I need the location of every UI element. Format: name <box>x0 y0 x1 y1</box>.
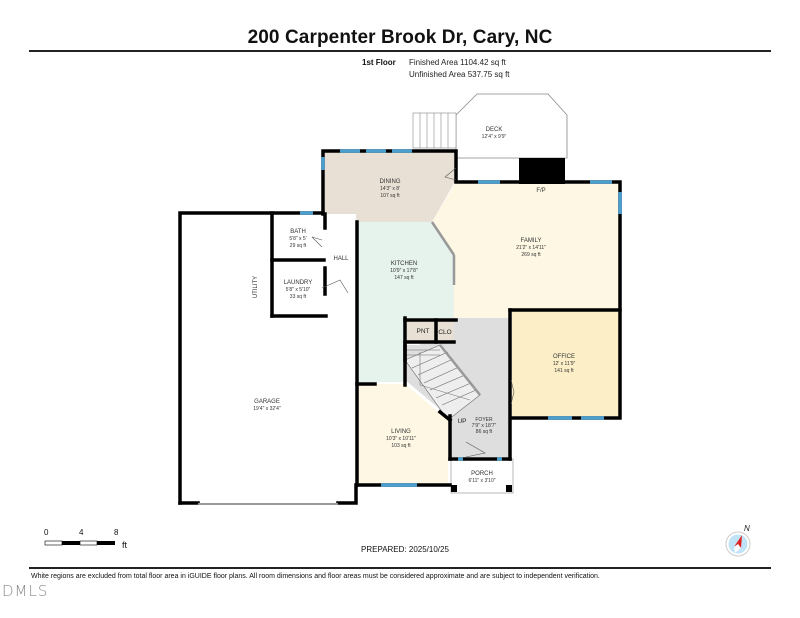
kitchen-area <box>357 222 454 382</box>
closet-label: CLO <box>438 329 451 336</box>
dining-area <box>325 151 456 222</box>
walls <box>178 149 622 505</box>
bath-area-text: 29 sq ft <box>290 243 307 249</box>
office-dims: 12' x 11'9" <box>553 361 576 367</box>
footer-divider <box>29 567 771 569</box>
living-area-text: 103 sq ft <box>391 443 411 449</box>
dining-area-text: 107 sq ft <box>380 193 400 199</box>
pantry-area <box>407 320 435 342</box>
main-staircase <box>404 344 481 421</box>
garage-area <box>180 214 356 503</box>
deck-area <box>455 93 568 159</box>
garage-dims: 19'4" x 32'4" <box>253 406 281 412</box>
deck-stairs <box>412 112 457 149</box>
finished-area: Finished Area 1104.42 sq ft <box>409 58 506 67</box>
fireplace <box>519 158 565 184</box>
family-dims: 21'2" x 14'11" <box>516 245 546 251</box>
kitchen-area-text: 147 sq ft <box>394 275 414 281</box>
foyer-label: FOYER <box>475 417 493 423</box>
scale-tick-4: 4 <box>79 528 84 537</box>
family-area <box>432 182 620 318</box>
office-label: OFFICE <box>553 354 575 360</box>
porch-dims: 6'11" x 3'10" <box>468 478 495 484</box>
hall-label: HALL <box>333 256 349 262</box>
prepared-date: PREPARED: 2025/10/25 <box>361 545 449 554</box>
living-dims: 10'3" x 10'11" <box>386 436 416 442</box>
deck-label: DECK <box>486 127 503 133</box>
windows <box>300 149 622 487</box>
laundry-dims: 5'8" x 5'10" <box>286 287 311 293</box>
door-swings <box>311 167 515 458</box>
mls-watermark: DMLS <box>2 582 49 600</box>
family-area-text: 269 sq ft <box>521 252 541 258</box>
compass-icon: N <box>724 522 756 563</box>
office-area-text: 141 sq ft <box>554 368 574 374</box>
bath-label: BATH <box>290 229 306 235</box>
disclaimer-text: White regions are excluded from total fl… <box>31 573 600 580</box>
utility-label: UTILITY <box>253 276 259 298</box>
porch-area <box>450 458 514 494</box>
bath-dims: 5'8" x 5' <box>289 236 306 242</box>
pantry-label: PNT <box>417 328 430 335</box>
unfinished-area: Unfinished Area 537.75 sq ft <box>409 70 510 79</box>
foyer-area-text: 86 sq ft <box>476 429 493 435</box>
foyer-dims: 7'9" x 18'7" <box>472 423 497 429</box>
family-label: FAMILY <box>521 238 542 244</box>
floor-label: 1st Floor <box>362 58 396 67</box>
scale-tick-8: 8 <box>114 528 119 537</box>
dining-label: DINING <box>380 179 401 185</box>
kitchen-label: KITCHEN <box>391 261 417 267</box>
porch-label: PORCH <box>471 471 493 477</box>
living-area <box>357 384 448 483</box>
header-divider <box>29 50 771 52</box>
dining-dims: 14'3" x 8' <box>380 186 400 192</box>
scale-tick-0: 0 <box>44 528 49 537</box>
office-area <box>512 311 620 416</box>
page-title: 200 Carpenter Brook Dr, Cary, NC <box>247 27 553 48</box>
garage-label: GARAGE <box>254 399 280 405</box>
kitchen-dims: 10'9" x 17'8" <box>390 268 418 274</box>
deck-dims: 12'4" x 9'9" <box>482 134 507 140</box>
scale-unit: ft <box>122 540 128 550</box>
stairs-up-label: UP <box>457 418 466 425</box>
laundry-area-text: 33 sq ft <box>290 294 307 300</box>
fireplace-label: F/P <box>536 188 545 194</box>
living-label: LIVING <box>391 429 411 435</box>
laundry-label: LAUNDRY <box>284 280 313 286</box>
closet-area <box>438 320 454 342</box>
compass-north-label: N <box>744 524 750 533</box>
